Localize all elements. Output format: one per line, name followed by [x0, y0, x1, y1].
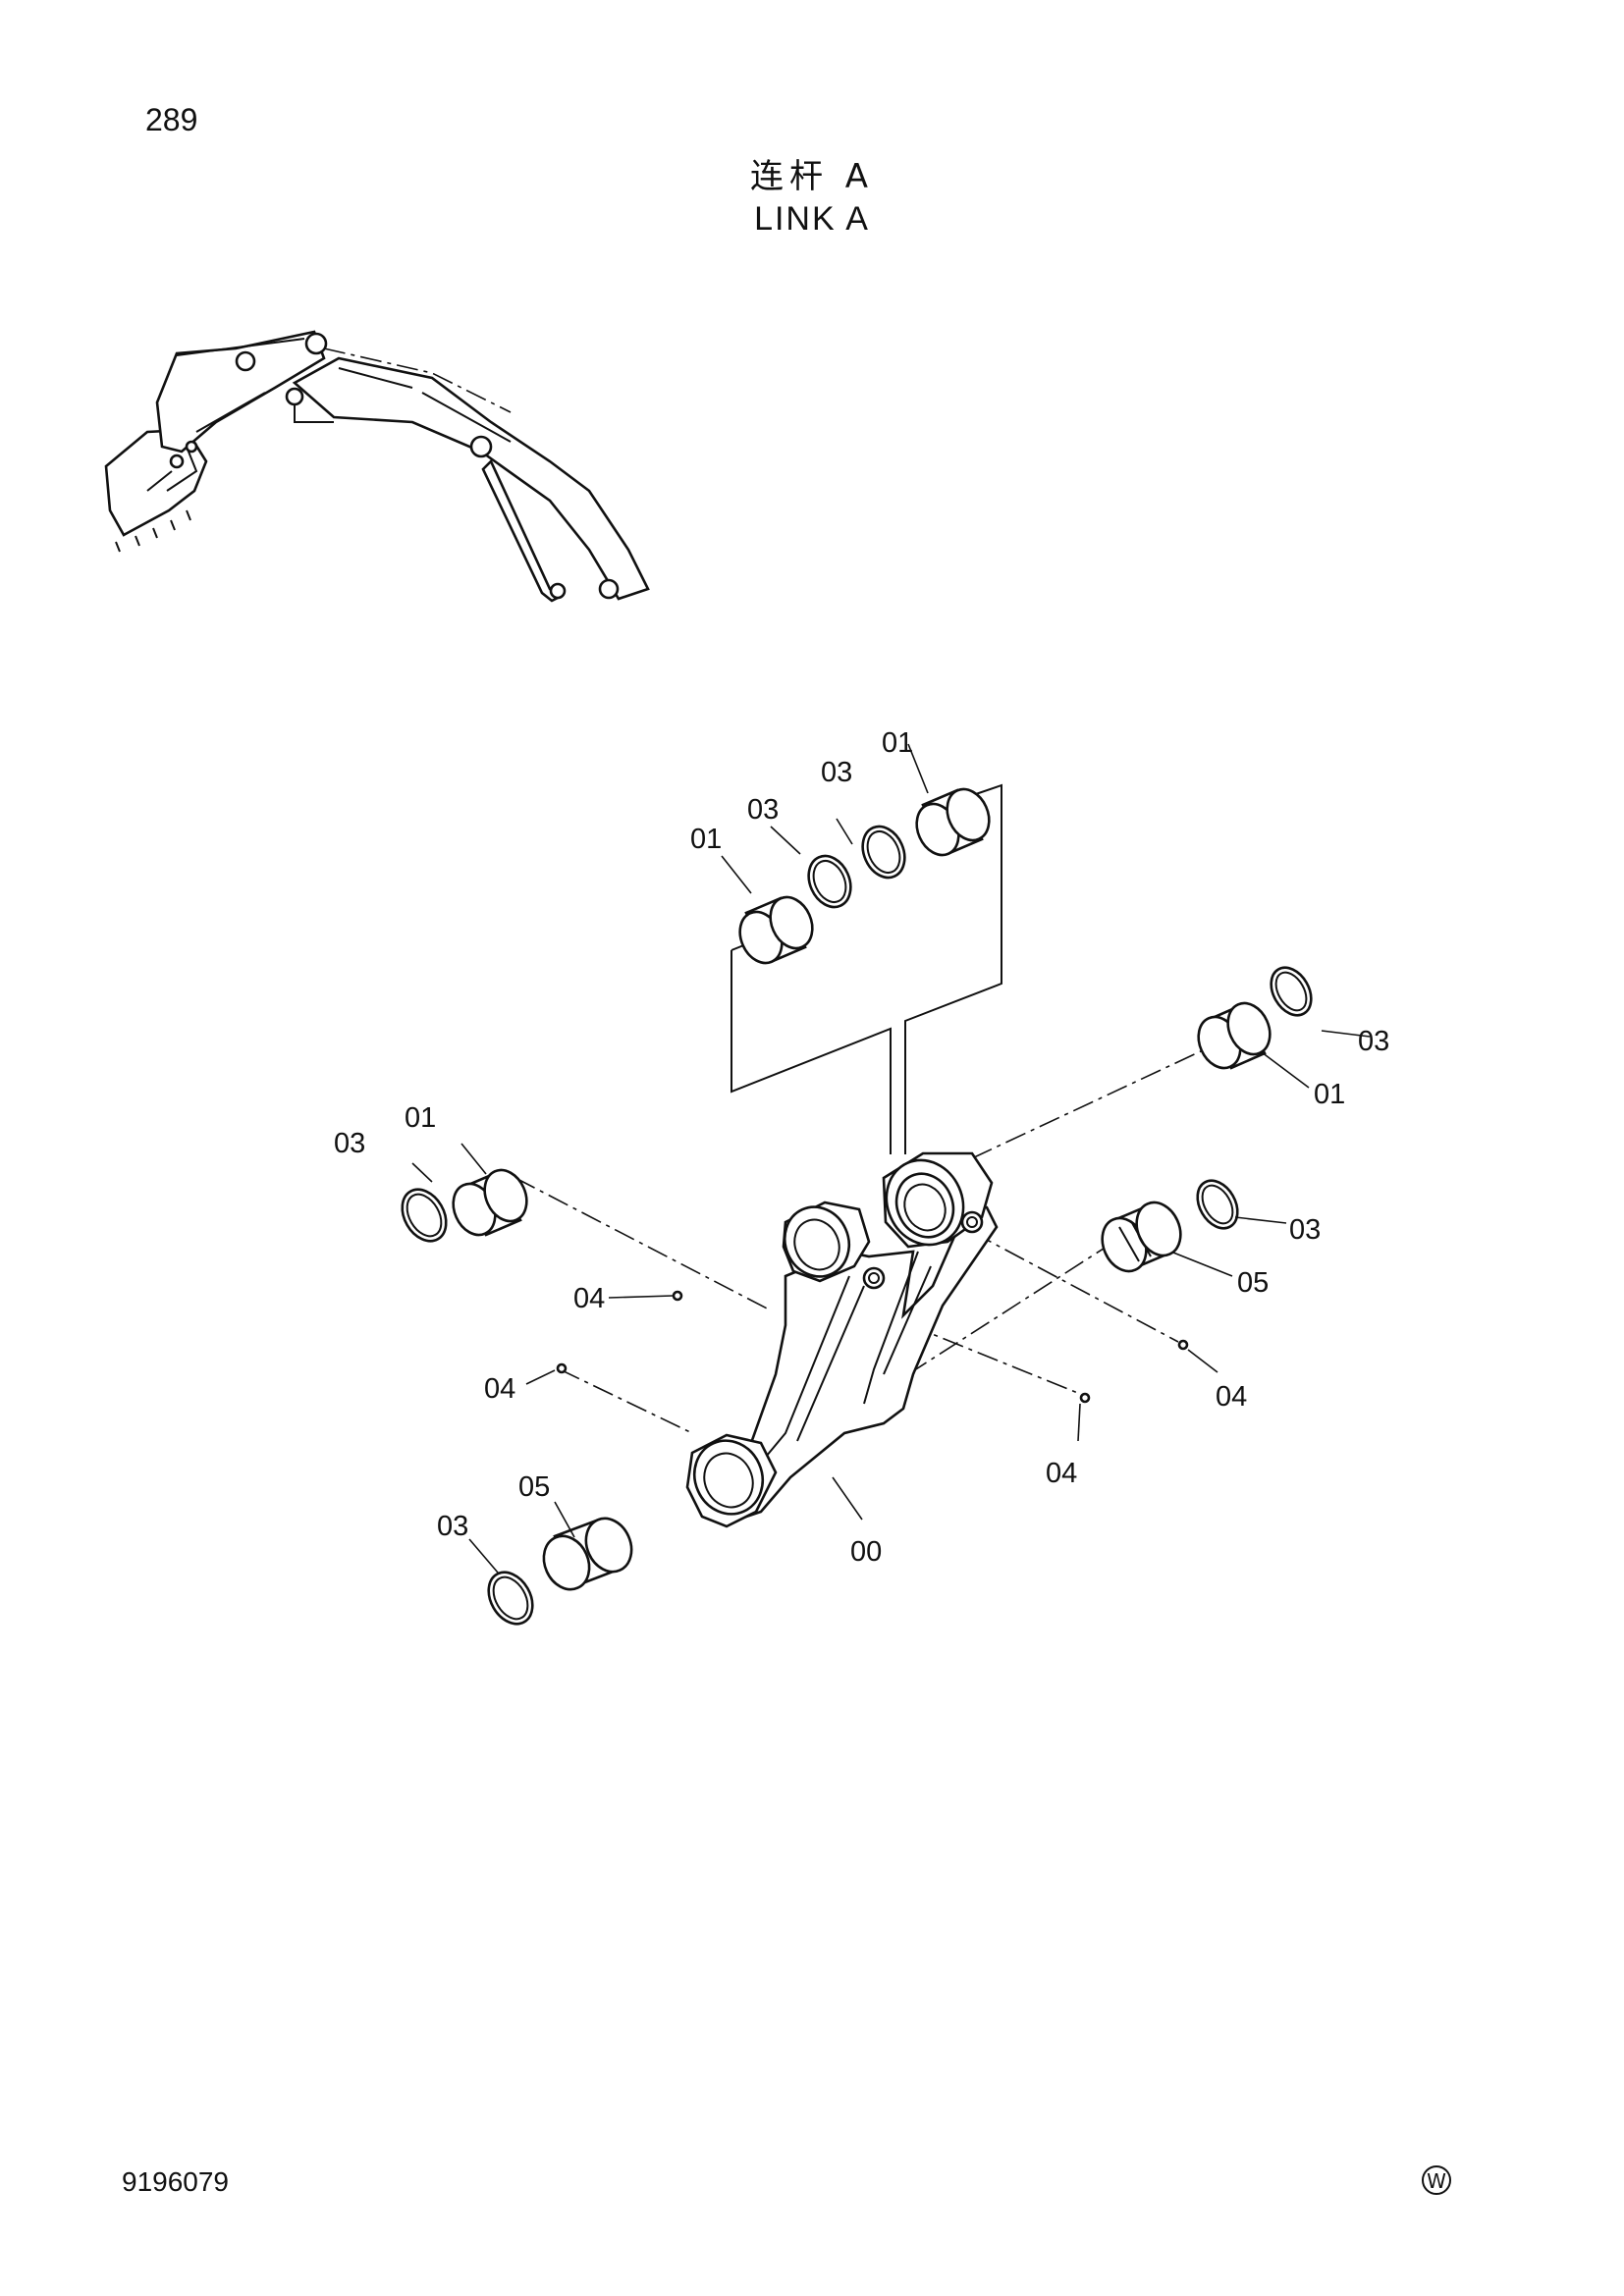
seal-ring-right-mid: [1196, 1179, 1239, 1230]
bushing-lower-left: [542, 1517, 633, 1591]
bushing-left-top: [452, 1168, 528, 1237]
callout-label: 00: [850, 1536, 882, 1568]
bushing-right-top: [1197, 1001, 1272, 1070]
drawing-number: 9196079: [122, 2166, 230, 2197]
bushing-upper-right: [915, 787, 991, 857]
callout-label: 03: [437, 1511, 468, 1542]
link-a-body: [685, 1151, 999, 1528]
callout-label: 04: [1216, 1381, 1247, 1413]
callout-label: 04: [1046, 1458, 1077, 1489]
callout-label: 05: [1237, 1267, 1269, 1299]
title-english: LINK A: [754, 200, 870, 238]
seal-ring-upper-1: [807, 854, 852, 909]
callout-label: 05: [518, 1471, 550, 1503]
bushing-right-mid: [1101, 1201, 1182, 1273]
callout-label: 01: [405, 1102, 436, 1134]
grease-fittings: [556, 1290, 1189, 1404]
callout-label: 01: [690, 824, 722, 855]
callout-label: 03: [1358, 1026, 1389, 1057]
excavator-arm-overview: [104, 330, 650, 603]
seal-ring-lower-left: [487, 1571, 534, 1626]
callout-label: 03: [821, 757, 852, 788]
page-number: 289: [145, 102, 198, 137]
bushing-upper-left: [738, 895, 814, 965]
callout-label: 03: [334, 1128, 365, 1159]
seal-ring-upper-2: [861, 825, 906, 880]
seal-ring-left-top: [401, 1188, 448, 1243]
seal-ring-right-top: [1270, 966, 1313, 1017]
callout-label: 03: [1289, 1214, 1321, 1246]
callout-label: 01: [1314, 1079, 1345, 1110]
title-chinese: 连杆 A: [749, 157, 875, 196]
callout-label: 03: [747, 794, 779, 826]
callout-label: 01: [882, 727, 913, 759]
callout-label: 04: [484, 1373, 515, 1405]
circled-w-mark: W: [1422, 2165, 1451, 2195]
callout-label: 04: [573, 1283, 605, 1314]
